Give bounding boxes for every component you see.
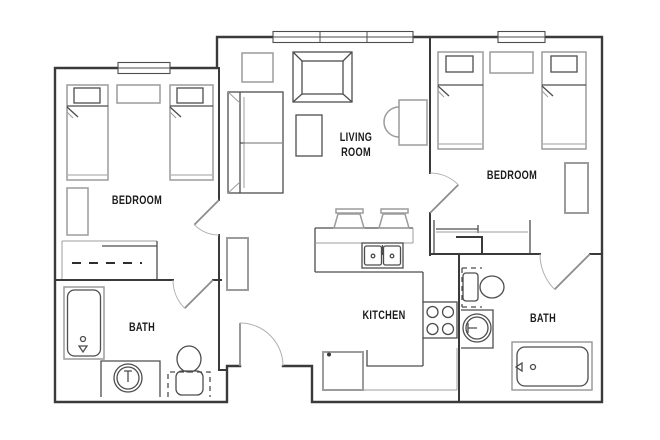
toilet [461,267,505,308]
armchair [383,99,428,146]
side-table [241,52,274,83]
fridge [322,351,364,391]
door-swing-entry [239,322,284,367]
nightstand [116,84,161,104]
room-label-kitchen: KITCHEN [362,310,405,322]
room-label-bath-left: BATH [129,322,155,334]
tv-stand [292,51,353,103]
room-label-living-line2: ROOM [341,147,371,159]
kitchen-sink [361,242,404,269]
coffee-table [295,114,323,157]
bed [169,84,214,181]
dresser [564,162,589,214]
door-swing-bedroom-left [193,199,220,236]
hall-dresser [226,237,249,291]
closet-right [433,220,531,253]
sofa [227,91,284,194]
window [272,30,414,44]
door-swing-bath-right [539,253,591,291]
room-label-living-line1: LIVING [340,132,373,144]
outer-walls [53,35,604,404]
room-label-bedroom-left: BEDROOM [112,195,162,207]
kitchen-counter [363,348,458,391]
bar-stool [378,208,410,229]
bathroom-sink [461,309,494,349]
bed [541,51,587,150]
bed [437,51,484,150]
bed [66,84,109,181]
interior-walls [54,36,603,403]
door-swing-bath-left [172,279,214,309]
bathtub [63,286,105,360]
bar-stool [333,208,365,229]
door-swing-bedroom-right [429,172,459,214]
bathtub [511,341,593,391]
toilet [167,345,211,397]
stove [422,272,458,366]
bathroom-sink [100,360,161,397]
closet-left [61,240,158,279]
room-label-bedroom-right: BEDROOM [487,170,537,182]
window [117,61,171,75]
nightstand [489,51,534,74]
desk [66,187,89,236]
window [497,30,546,44]
room-label-bath-right: BATH [530,313,556,325]
